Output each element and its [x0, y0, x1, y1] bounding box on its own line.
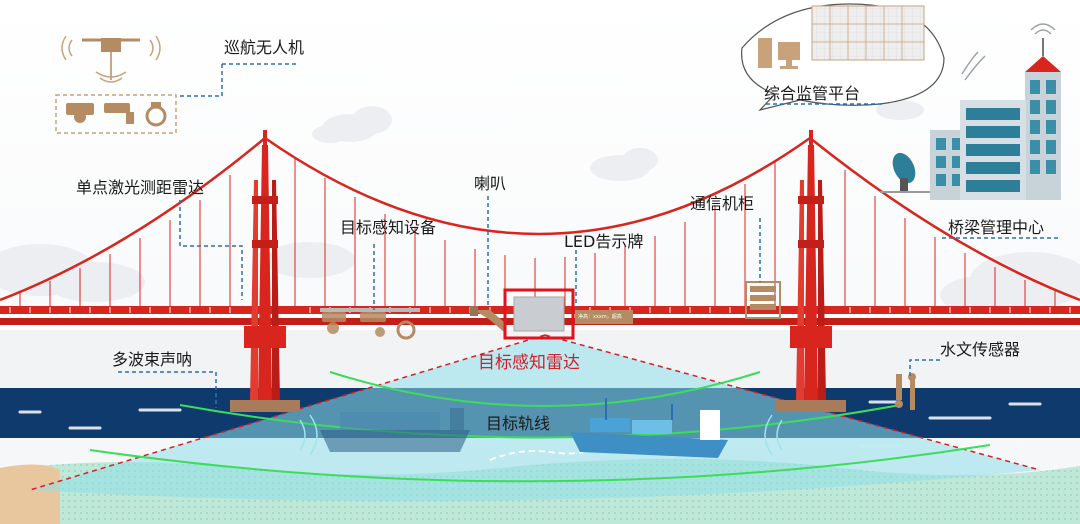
leader-lines	[118, 63, 1060, 408]
ship-icon	[570, 398, 728, 458]
computer-icon	[758, 38, 800, 69]
cabinet-icon	[745, 281, 781, 319]
camera-icon	[145, 102, 167, 127]
label-sonar: 多波束声呐	[112, 350, 193, 369]
label-laser-radar: 单点激光测距雷达	[76, 178, 205, 197]
label-horn: 喇叭	[474, 174, 507, 193]
radar-coverage-area	[30, 335, 1040, 502]
label-platform: 综合监管平台	[764, 84, 861, 103]
riverbank	[0, 464, 60, 524]
radar-range-arc-1	[329, 371, 761, 407]
camera-group-frame	[55, 94, 177, 134]
bridge-tower-right	[776, 130, 846, 412]
label-led-sign: LED告示牌	[564, 232, 644, 251]
label-sensing-device: 目标感知设备	[340, 218, 437, 237]
label-drone: 巡航无人机	[224, 38, 305, 57]
label-hydro-sensor: 水文传感器	[940, 340, 1021, 359]
sonar-waves	[299, 414, 783, 456]
sensor-icon	[895, 373, 916, 410]
label-target-track: 目标轨线	[486, 414, 551, 433]
label-comm-cabinet: 通信机柜	[690, 194, 755, 213]
camera-icon	[66, 103, 134, 124]
satellite-dish-icon	[880, 152, 930, 193]
sensor-mount-bar	[320, 308, 420, 312]
led-sign-board	[575, 310, 633, 324]
radar-range-arc-3	[89, 444, 991, 483]
suspension-cables	[0, 136, 1080, 302]
radar-range-arc-2	[179, 404, 901, 439]
label-target-radar: 目标感知雷达	[478, 353, 580, 373]
camera-icon	[396, 320, 416, 340]
wifi-signal-icon	[961, 23, 1056, 81]
bridge-tower-left	[230, 130, 300, 412]
target-radar-highlight	[503, 288, 575, 340]
led-display-text: 净高：xxxm，超高	[578, 314, 622, 320]
camera-icon	[322, 312, 386, 337]
speaker-icon	[470, 306, 504, 332]
building-icon	[930, 38, 1061, 200]
label-mgmt-center: 桥梁管理中心	[948, 218, 1045, 237]
drone-icon	[61, 35, 161, 83]
monitor-wall-icon	[811, 5, 925, 61]
ship-icon	[320, 408, 470, 452]
radar-device	[513, 296, 565, 332]
